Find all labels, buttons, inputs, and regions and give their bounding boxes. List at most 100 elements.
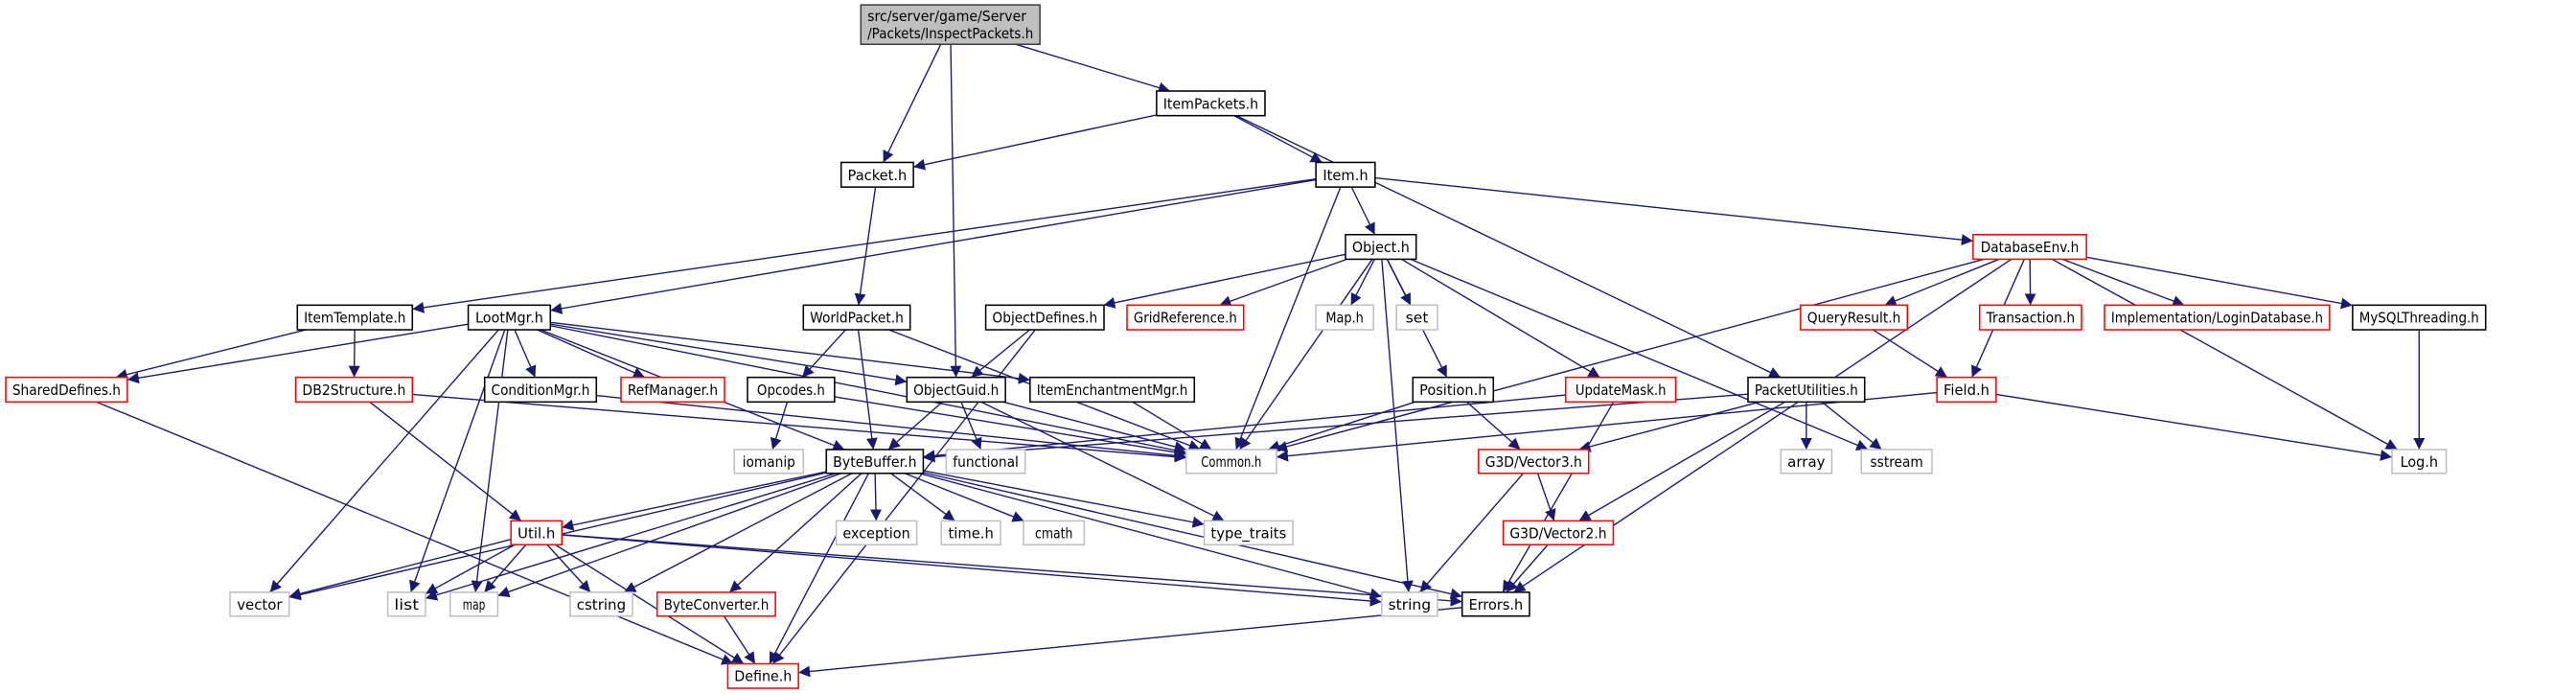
node-map[interactable]: map xyxy=(448,591,499,617)
node-itemenchantmentmgr-h[interactable]: ItemEnchantmentMgr.h xyxy=(1029,376,1196,404)
node-label: MySQLThreading.h xyxy=(2359,310,2479,327)
nodes: src/server/game/Server/Packets/InspectPa… xyxy=(5,4,2487,689)
node-packetutilities-h[interactable]: PacketUtilities.h xyxy=(1747,376,1866,404)
node-label: Position.h xyxy=(1419,382,1486,399)
node-array[interactable]: array xyxy=(1780,449,1833,474)
node-errors-h[interactable]: Errors.h xyxy=(1460,591,1530,617)
edge-lootmgr-h-to-common-h xyxy=(550,325,1186,456)
node-refmanager-h[interactable]: RefManager.h xyxy=(620,376,725,404)
node-label: ObjectDefines.h xyxy=(992,310,1097,327)
node-opcodes-h[interactable]: Opcodes.h xyxy=(747,376,836,404)
node-box xyxy=(448,591,499,617)
edge-bytebuffer-h-to-list xyxy=(425,473,837,601)
node-label: GridReference.h xyxy=(1134,310,1237,327)
node-mysqlthreading-h[interactable]: MySQLThreading.h xyxy=(2352,304,2487,331)
node-byteconverter-h[interactable]: ByteConverter.h xyxy=(656,591,776,617)
node-exception[interactable]: exception xyxy=(835,520,918,546)
node-object-h[interactable]: Object.h xyxy=(1345,233,1417,261)
edge-util-h-to-map xyxy=(483,544,527,593)
node-label: G3D/Vector3.h xyxy=(1485,453,1582,471)
edge-shareddefines-h-to-define-h xyxy=(96,401,734,665)
node-set[interactable]: set xyxy=(1395,304,1438,331)
node-label: ItemEnchantmentMgr.h xyxy=(1037,382,1188,399)
edge-opcodes-h-to-iomanip xyxy=(770,402,789,451)
node-box xyxy=(825,449,925,474)
node-functional[interactable]: functional xyxy=(945,449,1026,474)
node-string[interactable]: string xyxy=(1380,591,1438,617)
node-objectguid-h[interactable]: ObjectGuid.h xyxy=(906,376,1006,404)
node-box xyxy=(726,662,799,689)
node-implementation-logindatabase-h[interactable]: Implementation/LoginDatabase.h xyxy=(2104,304,2331,331)
node-label: ItemPackets.h xyxy=(1163,95,1258,112)
edge-itemtemplate-h-to-db2structure-h xyxy=(348,330,360,378)
edge-item-h-to-lootmgr-h xyxy=(550,178,1317,314)
node-label: exception xyxy=(842,524,909,542)
node-position-h[interactable]: Position.h xyxy=(1412,376,1495,404)
node-label: time.h xyxy=(948,524,993,542)
node-util-h[interactable]: Util.h xyxy=(510,520,564,546)
edge-field-h-to-log-h xyxy=(1995,393,2393,461)
node-box xyxy=(906,376,1006,404)
node-box xyxy=(1936,376,1997,404)
node-label: ObjectGuid.h xyxy=(913,382,999,399)
edge-position-h-to-g3d-vector3-h xyxy=(1466,401,1521,451)
node-field-h[interactable]: Field.h xyxy=(1936,376,1997,404)
node-box xyxy=(1564,376,1677,404)
node-label: Util.h xyxy=(518,524,555,542)
node-box xyxy=(483,376,598,404)
node-objectdefines-h[interactable]: ObjectDefines.h xyxy=(984,304,1105,331)
node-item-h[interactable]: Item.h xyxy=(1315,161,1376,188)
node-queryresult-h[interactable]: QueryResult.h xyxy=(1800,304,1909,331)
edges xyxy=(96,43,2426,678)
node-common-h[interactable]: Common.h xyxy=(1184,449,1277,474)
node-g3d-vector2-h[interactable]: G3D/Vector2.h xyxy=(1502,520,1615,546)
node-itemtemplate-h[interactable]: ItemTemplate.h xyxy=(296,304,414,331)
edge-object-h-to-common-h xyxy=(1238,259,1373,451)
node-vector[interactable]: vector xyxy=(229,591,290,617)
node-lootmgr-h[interactable]: LootMgr.h xyxy=(467,304,552,331)
node-iomanip[interactable]: iomanip xyxy=(733,449,805,474)
node-log-h[interactable]: Log.h xyxy=(2391,449,2448,474)
node-g3d-vector3-h[interactable]: G3D/Vector3.h xyxy=(1478,449,1590,474)
node-label: cstring xyxy=(577,596,626,613)
node-box xyxy=(1747,376,1866,404)
node-label: WorldPacket.h xyxy=(810,310,904,327)
node-label: DatabaseEnv.h xyxy=(1981,239,2080,256)
node-label: src/server/game/Server xyxy=(867,8,1027,25)
edge-object-h-to-string xyxy=(1381,259,1414,592)
edge-packet-h-to-worldpacket-h xyxy=(854,187,877,306)
edge-databaseenv-h-to-queryresult-h xyxy=(1884,258,2000,307)
node-gridreference-h[interactable]: GridReference.h xyxy=(1126,304,1245,331)
node-cmath[interactable]: cmath xyxy=(1023,520,1086,546)
node-box xyxy=(1315,304,1374,331)
node-map-h[interactable]: Map.h xyxy=(1315,304,1374,331)
node-shareddefines-h[interactable]: SharedDefines.h xyxy=(5,376,128,404)
edge-worldpacket-h-to-bytebuffer-h xyxy=(857,329,878,451)
node-define-h[interactable]: Define.h xyxy=(726,662,799,689)
node-itempackets-h[interactable]: ItemPackets.h xyxy=(1156,90,1266,117)
node-databaseenv-h[interactable]: DatabaseEnv.h xyxy=(1972,233,2087,261)
node-list[interactable]: list xyxy=(386,591,426,617)
edge-lootmgr-h-to-objectguid-h xyxy=(550,323,908,386)
node-box xyxy=(1780,449,1833,474)
node-conditionmgr-h[interactable]: ConditionMgr.h xyxy=(483,376,598,404)
node-cstring[interactable]: cstring xyxy=(569,591,633,617)
node-worldpacket-h[interactable]: WorldPacket.h xyxy=(802,304,911,331)
node-time-h[interactable]: time.h xyxy=(940,520,1001,546)
node-type-traits[interactable]: type_traits xyxy=(1203,520,1294,546)
node-bytebuffer-h[interactable]: ByteBuffer.h xyxy=(825,449,925,474)
edge-util-h-to-cstring xyxy=(546,544,591,593)
node-label: Map.h xyxy=(1325,310,1363,327)
node-transaction-h[interactable]: Transaction.h xyxy=(1978,304,2082,331)
node-label: Errors.h xyxy=(1469,596,1524,613)
node-db2structure-h[interactable]: DB2Structure.h xyxy=(294,376,414,404)
node-box xyxy=(1126,304,1245,331)
node-updatemask-h[interactable]: UpdateMask.h xyxy=(1564,376,1677,404)
node-label: ByteBuffer.h xyxy=(833,453,916,471)
node-packet-h[interactable]: Packet.h xyxy=(840,161,914,188)
node-box xyxy=(802,304,911,331)
node-sstream[interactable]: sstream xyxy=(1860,449,1933,474)
edge-bytebuffer-h-to-errors-h xyxy=(923,472,1462,600)
node-box xyxy=(835,520,918,546)
